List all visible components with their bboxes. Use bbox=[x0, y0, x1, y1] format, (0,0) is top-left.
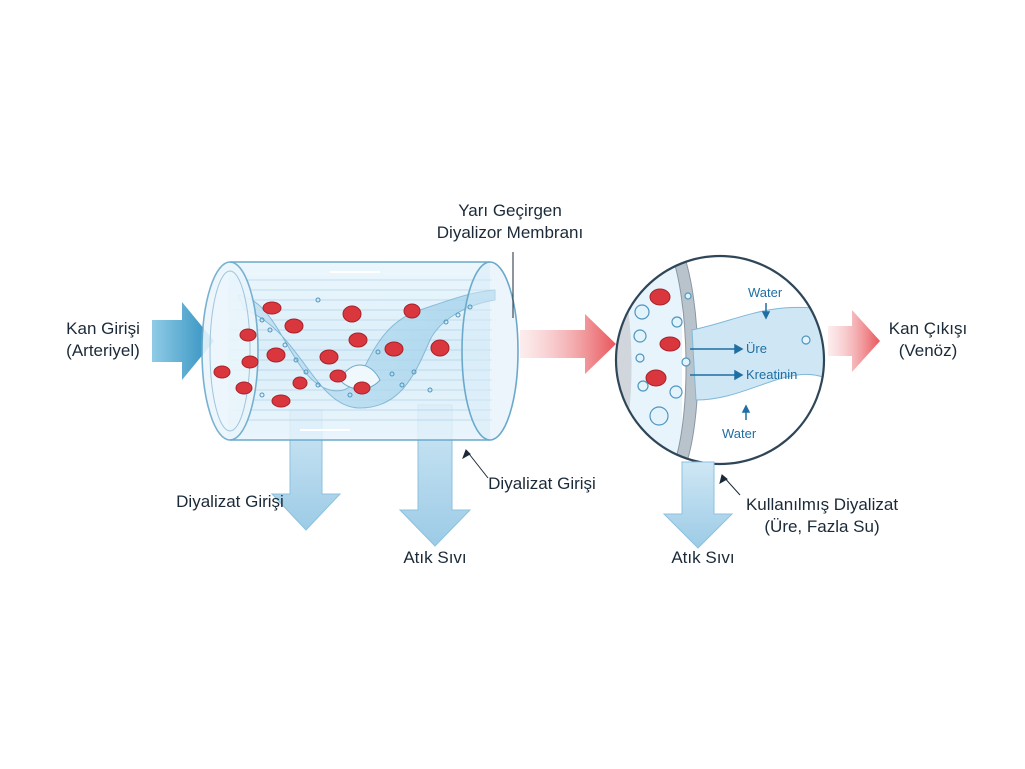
red-blood-cell bbox=[292, 376, 308, 390]
red-blood-cell bbox=[342, 305, 362, 323]
blood-inlet-label-line2: (Arteriyel) bbox=[66, 341, 140, 360]
red-blood-cell bbox=[659, 336, 681, 352]
red-blood-cell bbox=[403, 303, 421, 319]
red-blood-cell bbox=[284, 318, 304, 334]
red-blood-cell bbox=[239, 328, 257, 342]
creatinine-label: Kreatinin bbox=[746, 367, 798, 382]
solute-bubbles bbox=[259, 297, 473, 398]
red-blood-cell bbox=[384, 341, 404, 357]
blood-inlet-label: Kan Girişi (Arteriyel) bbox=[48, 318, 158, 362]
urea-label: Üre bbox=[746, 341, 767, 356]
red-blood-cell bbox=[348, 332, 368, 348]
red-blood-cell bbox=[319, 349, 339, 365]
membrane-label-line1: Yarı Geçirgen bbox=[458, 201, 562, 220]
leader-lines bbox=[462, 252, 741, 496]
red-blood-cell bbox=[645, 369, 667, 387]
waste-label-right: Atık Sıvı bbox=[671, 548, 735, 567]
water-label-bottom: Water bbox=[722, 426, 757, 441]
red-blood-cell bbox=[241, 355, 259, 369]
membrane-zoom-circle bbox=[614, 254, 826, 466]
dialysate-inlet-label-left: Diyalizat Girişi bbox=[176, 492, 284, 511]
used-dialysate-label-line1: Kullanılmış Diyalizat bbox=[745, 495, 899, 514]
solute-bubbles bbox=[630, 270, 811, 426]
used-dialysate-label: Kullanılmış Diyalizat (Üre, Fazla Su) bbox=[722, 494, 922, 538]
water-label-top: Water bbox=[748, 285, 783, 300]
red-blood-cell bbox=[266, 347, 286, 363]
red-blood-cell bbox=[262, 301, 282, 315]
blood-inlet-label-line1: Kan Girişi bbox=[66, 319, 140, 338]
blood-outlet-arrow bbox=[828, 310, 880, 372]
dialysate-inlet-label-right: Diyalizat Girişi bbox=[488, 474, 596, 493]
dialyzer-cylinder bbox=[201, 261, 519, 441]
red-blood-cell bbox=[430, 339, 450, 357]
used-dialysate-label-line2: (Üre, Fazla Su) bbox=[764, 517, 880, 536]
waste-label-left: Atık Sıvı bbox=[403, 548, 467, 567]
red-blood-cell bbox=[271, 394, 291, 408]
waste-outlet-arrow-right bbox=[662, 461, 734, 549]
blood-outlet-label-line2: (Venöz) bbox=[898, 341, 958, 360]
membrane-label-line2: Diyalizor Membranı bbox=[436, 223, 584, 242]
red-blood-cell bbox=[329, 369, 347, 383]
red-blood-cell bbox=[213, 365, 231, 379]
blood-inlet-arrow bbox=[152, 302, 214, 380]
red-blood-cells bbox=[213, 301, 450, 408]
blood-outlet-label-line1: Kan Çıkışı bbox=[888, 319, 968, 338]
red-blood-cell bbox=[649, 288, 671, 306]
transfer-arrow bbox=[520, 314, 616, 374]
membrane-label: Yarı Geçirgen Diyalizor Membranı bbox=[410, 200, 610, 244]
red-blood-cell bbox=[353, 381, 371, 395]
blood-outlet-label: Kan Çıkışı (Venöz) bbox=[868, 318, 988, 362]
red-blood-cell bbox=[235, 381, 253, 395]
